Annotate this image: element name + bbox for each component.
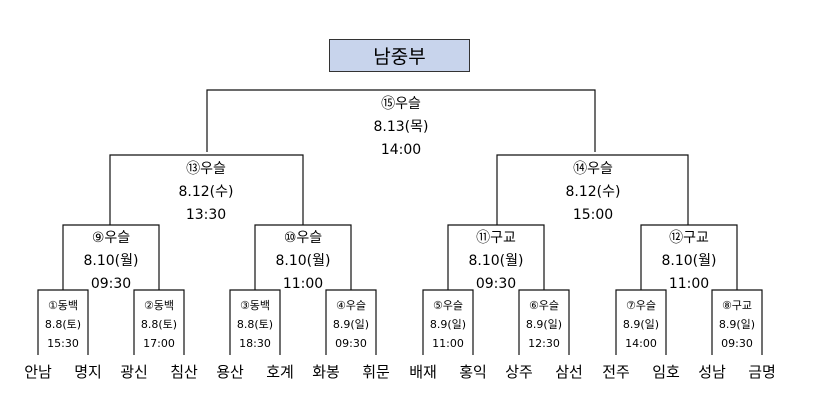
match-2-label: ②동백 8.8(토) 17:00 — [141, 296, 177, 353]
match-date: 8.9(일) — [718, 318, 756, 331]
match-venue: ⑨우슬 — [91, 230, 131, 246]
match-venue: ③동백 — [239, 299, 271, 312]
match-venue: ②동백 — [143, 299, 175, 312]
match-5-label: ⑤우슬 8.9(일) 11:00 — [430, 296, 466, 353]
match-14-label: ⑭우슬 8.12(수) 15:00 — [566, 158, 621, 227]
match-time: 14:00 — [380, 142, 422, 158]
match-time: 18:30 — [239, 337, 271, 350]
match-date: 8.10(월) — [83, 253, 139, 269]
match-venue: ⑪구교 — [476, 230, 516, 246]
match-date: 8.13(목) — [373, 119, 429, 135]
match-date: 8.8(토) — [140, 318, 178, 331]
match-time: 09:30 — [721, 337, 753, 350]
match-venue: ⑧구교 — [721, 299, 753, 312]
match-date: 8.12(수) — [178, 184, 234, 200]
team-name: 삼선 — [555, 363, 583, 381]
match-date: 8.8(토) — [236, 318, 274, 331]
match-venue: ⑬우슬 — [186, 161, 226, 177]
match-11-label: ⑪구교 8.10(월) 09:30 — [469, 227, 524, 296]
team-name: 명지 — [74, 363, 102, 381]
team-name: 상주 — [505, 363, 533, 381]
match-venue: ⑮우슬 — [381, 96, 421, 112]
team-name: 배재 — [409, 363, 437, 381]
match-7-label: ⑦우슬 8.9(일) 14:00 — [623, 296, 659, 353]
match-15-label: ⑮우슬 8.13(목) 14:00 — [374, 93, 429, 162]
match-venue: ⑥우슬 — [528, 299, 560, 312]
team-name: 전주 — [602, 363, 630, 381]
match-12-label: ⑫구교 8.10(월) 11:00 — [662, 227, 717, 296]
match-time: 11:00 — [432, 337, 464, 350]
match-venue: ⑤우슬 — [432, 299, 464, 312]
match-date: 8.9(일) — [429, 318, 467, 331]
match-time: 17:00 — [143, 337, 175, 350]
match-date: 8.12(수) — [565, 184, 621, 200]
match-time: 12:30 — [528, 337, 560, 350]
team-name: 홍익 — [459, 363, 487, 381]
match-date: 8.10(월) — [275, 253, 331, 269]
bracket-title: 남중부 — [329, 39, 470, 72]
match-venue: ⑦우슬 — [625, 299, 657, 312]
match-13-label: ⑬우슬 8.12(수) 13:30 — [179, 158, 234, 227]
match-venue: ⑩우슬 — [283, 230, 323, 246]
match-time: 13:30 — [185, 207, 227, 223]
match-1-label: ①동백 8.8(토) 15:30 — [45, 296, 81, 353]
match-venue: ④우슬 — [335, 299, 367, 312]
match-date: 8.9(일) — [332, 318, 370, 331]
team-name: 성남 — [698, 363, 726, 381]
match-3-label: ③동백 8.8(토) 18:30 — [237, 296, 273, 353]
match-venue: ⑭우슬 — [573, 161, 613, 177]
match-6-label: ⑥우슬 8.9(일) 12:30 — [526, 296, 562, 353]
match-9-label: ⑨우슬 8.10(월) 09:30 — [84, 227, 139, 296]
match-date: 8.9(일) — [525, 318, 563, 331]
match-time: 11:00 — [282, 276, 324, 292]
team-name: 안남 — [24, 363, 52, 381]
match-10-label: ⑩우슬 8.10(월) 11:00 — [276, 227, 331, 296]
team-name: 용산 — [216, 363, 244, 381]
team-name: 침산 — [170, 363, 198, 381]
match-time: 09:30 — [475, 276, 517, 292]
match-time: 15:30 — [47, 337, 79, 350]
match-date: 8.8(토) — [44, 318, 82, 331]
match-time: 09:30 — [90, 276, 132, 292]
match-date: 8.10(월) — [468, 253, 524, 269]
match-8-label: ⑧구교 8.9(일) 09:30 — [719, 296, 755, 353]
match-time: 11:00 — [668, 276, 710, 292]
team-name: 광신 — [120, 363, 148, 381]
match-venue: ⑫구교 — [669, 230, 709, 246]
match-venue: ①동백 — [47, 299, 79, 312]
team-name: 금명 — [748, 363, 776, 381]
match-time: 15:00 — [572, 207, 614, 223]
match-date: 8.9(일) — [622, 318, 660, 331]
team-name: 화봉 — [312, 363, 340, 381]
match-time: 14:00 — [625, 337, 657, 350]
team-name: 호계 — [266, 363, 294, 381]
team-name: 임호 — [652, 363, 680, 381]
match-time: 09:30 — [335, 337, 367, 350]
team-name: 휘문 — [362, 363, 390, 381]
match-date: 8.10(월) — [661, 253, 717, 269]
match-4-label: ④우슬 8.9(일) 09:30 — [333, 296, 369, 353]
